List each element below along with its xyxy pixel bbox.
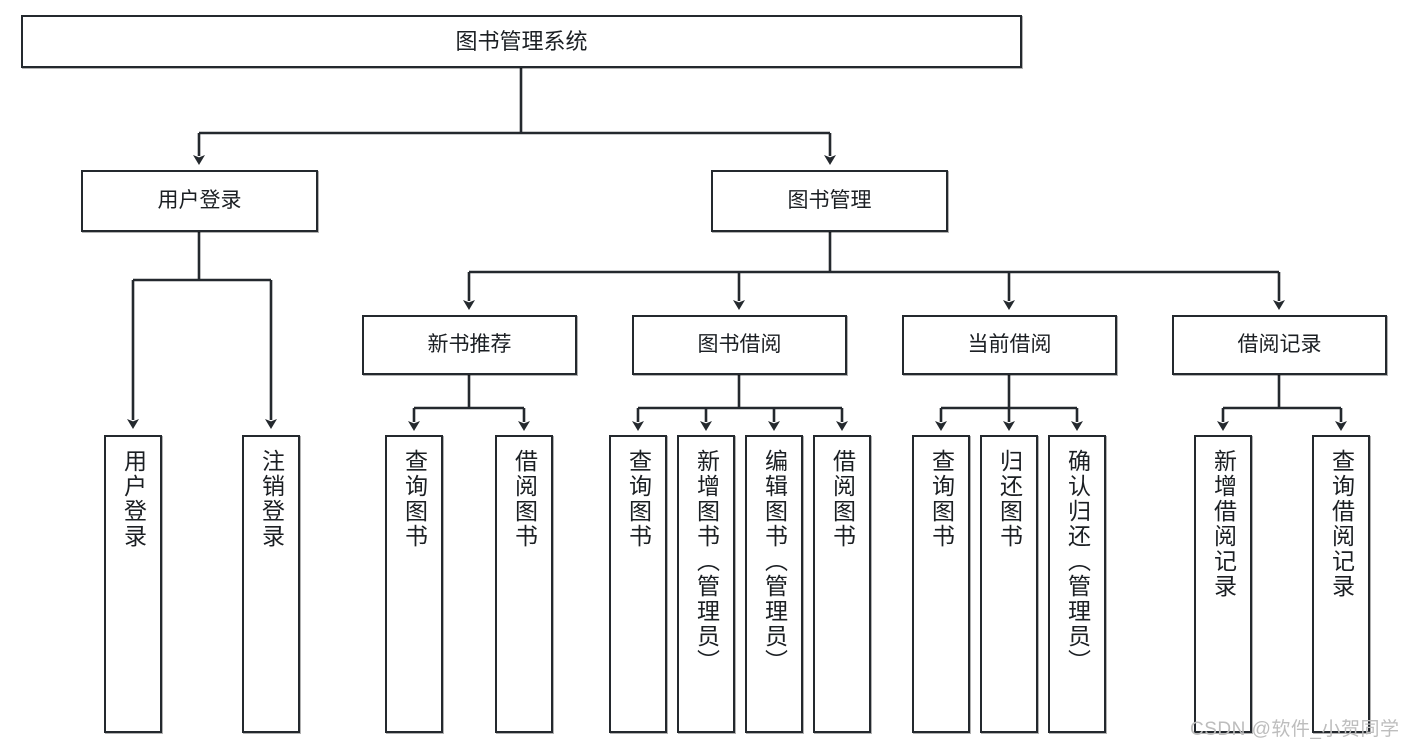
node-root-book-management-system[interactable]: 图书管理系统: [21, 15, 1022, 68]
node-label: 查询图书: [928, 449, 955, 549]
leaf-borrow-book-recommend[interactable]: 借阅图书: [495, 435, 553, 733]
node-label: 注销登录: [258, 449, 285, 549]
csdn-watermark: CSDN @软件_小贺同学: [1190, 719, 1400, 740]
leaf-add-borrow-record[interactable]: 新增借阅记录: [1194, 435, 1252, 733]
node-label: 借阅记录: [1237, 332, 1322, 356]
node-label: 查询借阅记录: [1328, 449, 1355, 599]
leaf-confirm-return-admin[interactable]: 确认归还（管理员）: [1048, 435, 1106, 733]
node-new-book-recommend[interactable]: 新书推荐: [362, 315, 577, 375]
node-label: 查询图书: [625, 449, 652, 549]
node-label: 借阅图书: [511, 449, 538, 549]
node-book-borrow[interactable]: 图书借阅: [632, 315, 847, 375]
leaf-user-login[interactable]: 用户登录: [104, 435, 162, 733]
node-label: 新增图书（管理员）: [693, 449, 720, 674]
node-label: 新增借阅记录: [1210, 449, 1237, 599]
leaf-query-book-borrow[interactable]: 查询图书: [609, 435, 667, 733]
node-label: 用户登录: [157, 188, 242, 212]
leaf-query-borrow-record[interactable]: 查询借阅记录: [1312, 435, 1370, 733]
node-label: 查询图书: [401, 449, 428, 549]
node-user-login[interactable]: 用户登录: [81, 170, 318, 232]
leaf-edit-book-admin[interactable]: 编辑图书（管理员）: [745, 435, 803, 733]
leaf-query-book-current[interactable]: 查询图书: [912, 435, 970, 733]
leaf-borrow-book[interactable]: 借阅图书: [813, 435, 871, 733]
leaf-query-book-recommend[interactable]: 查询图书: [385, 435, 443, 733]
leaf-add-book-admin[interactable]: 新增图书（管理员）: [677, 435, 735, 733]
node-label: 借阅图书: [829, 449, 856, 549]
leaf-return-book[interactable]: 归还图书: [980, 435, 1038, 733]
node-label: 归还图书: [996, 449, 1023, 549]
node-label: 图书借阅: [697, 332, 782, 356]
leaf-logout-login[interactable]: 注销登录: [242, 435, 300, 733]
node-label: 确认归还（管理员）: [1064, 449, 1091, 674]
node-label: 图书管理系统: [455, 28, 588, 54]
node-label: 图书管理: [787, 188, 872, 212]
node-current-borrow[interactable]: 当前借阅: [902, 315, 1117, 375]
node-book-management[interactable]: 图书管理: [711, 170, 948, 232]
node-label: 当前借阅: [967, 332, 1052, 356]
node-label: 用户登录: [120, 449, 147, 549]
node-label: 新书推荐: [427, 332, 512, 356]
node-borrow-record[interactable]: 借阅记录: [1172, 315, 1387, 375]
node-label: 编辑图书（管理员）: [761, 449, 788, 674]
